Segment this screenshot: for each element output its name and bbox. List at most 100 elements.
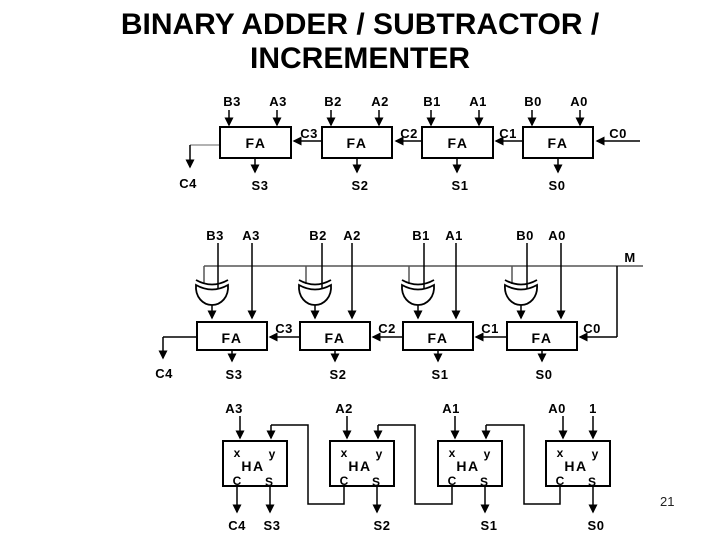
ha-block-label: HA [348, 458, 371, 474]
full-adder-block [402, 321, 474, 351]
carry-out-label-c4: C4 [179, 176, 197, 191]
fa-block-label: FA [347, 135, 368, 151]
sum-label-s2: S2 [330, 367, 347, 382]
full-adder-block [299, 321, 371, 351]
input-label-a2: A2 [371, 94, 389, 109]
input-label-b0: B0 [516, 228, 534, 243]
half-adder-block [222, 440, 288, 487]
sum-label-s1: S1 [432, 367, 449, 382]
input-label-a3: A3 [269, 94, 287, 109]
full-adder-block [421, 126, 494, 159]
fa-block-label: FA [222, 330, 243, 346]
fa-block-label: FA [246, 135, 267, 151]
port-label-c: C [448, 474, 457, 488]
input-label-a2: A2 [343, 228, 361, 243]
sum-label-s3: S3 [226, 367, 243, 382]
input-label-a0: A0 [570, 94, 588, 109]
binary-adder-diagram: B3 A3 B2 A2 B1 A1 B0 A0 FA FA FA FA C3 C… [179, 94, 640, 193]
port-label-c: C [340, 474, 349, 488]
constant-one-label: 1 [589, 401, 597, 416]
xor-gate [401, 279, 435, 306]
xor-gate [504, 279, 538, 306]
input-label-b1: B1 [423, 94, 441, 109]
input-label-b1: B1 [412, 228, 430, 243]
carry-out-label-c4: C4 [155, 366, 173, 381]
addsub-wires [158, 243, 618, 363]
port-label-x: x [449, 446, 456, 460]
port-label-s: S [372, 475, 380, 489]
input-label-a1: A1 [442, 401, 460, 416]
carry-label-c0: C0 [583, 321, 601, 336]
sum-label-s2: S2 [374, 518, 391, 533]
mode-label-m: M [624, 250, 635, 265]
port-label-s: S [265, 475, 273, 489]
sum-label-s2: S2 [352, 178, 369, 193]
ha-block-label: HA [241, 458, 264, 474]
input-label-a1: A1 [469, 94, 487, 109]
input-label-b2: B2 [324, 94, 342, 109]
fa-block-label: FA [448, 135, 469, 151]
input-label-a0: A0 [548, 228, 566, 243]
input-label-a2: A2 [335, 401, 353, 416]
half-adder-block [437, 440, 503, 487]
slide-title-line1: BINARY ADDER / SUBTRACTOR / [120, 8, 600, 41]
slide-title-line2: INCREMENTER [249, 42, 470, 75]
carry-label-c3: C3 [275, 321, 293, 336]
port-label-c: C [233, 474, 242, 488]
sum-label-s3: S3 [264, 518, 281, 533]
xor-gate [298, 279, 332, 306]
fa-block-label: FA [325, 330, 346, 346]
sum-label-s0: S0 [588, 518, 605, 533]
input-label-a3: A3 [225, 401, 243, 416]
carry-out-label-c4: C4 [228, 518, 246, 533]
sum-label-s0: S0 [536, 367, 553, 382]
input-label-a0: A0 [548, 401, 566, 416]
incrementer-wires [232, 416, 598, 514]
slide-title: BINARY ADDER / SUBTRACTOR / INCREMENTER [0, 8, 720, 76]
input-label-a1: A1 [445, 228, 463, 243]
port-label-x: x [557, 446, 564, 460]
carry-label-c2: C2 [400, 126, 418, 141]
full-adder-block [522, 126, 594, 159]
full-adder-block [219, 126, 292, 159]
port-label-y: y [592, 447, 599, 461]
port-label-c: C [556, 474, 565, 488]
carry-label-c3: C3 [300, 126, 318, 141]
full-adder-block [506, 321, 578, 351]
input-label-b3: B3 [206, 228, 224, 243]
sum-label-s0: S0 [549, 178, 566, 193]
incrementer-diagram: A3 A2 A1 A0 1 x y HA C S x y HA C S x y … [222, 401, 611, 533]
fa-block-label: FA [428, 330, 449, 346]
fa-block-label: FA [548, 135, 569, 151]
sum-label-s3: S3 [252, 178, 269, 193]
input-label-a3: A3 [242, 228, 260, 243]
ha-block-label: HA [456, 458, 479, 474]
carry-in-label-c0: C0 [609, 126, 627, 141]
input-label-b0: B0 [524, 94, 542, 109]
full-adder-block [196, 321, 268, 351]
port-label-x: x [341, 446, 348, 460]
adder-subtractor-diagram: B3 A3 B2 A2 B1 A1 B0 A0 M FA FA FA FA C3… [155, 228, 643, 382]
carry-label-c1: C1 [499, 126, 517, 141]
sum-label-s1: S1 [452, 178, 469, 193]
sum-label-s1: S1 [481, 518, 498, 533]
port-label-y: y [484, 447, 491, 461]
port-label-x: x [234, 446, 241, 460]
ha-block-label: HA [564, 458, 587, 474]
half-adder-block [545, 440, 611, 487]
port-label-y: y [376, 447, 383, 461]
port-label-s: S [588, 475, 596, 489]
input-label-b3: B3 [223, 94, 241, 109]
page-number: 21 [660, 494, 675, 509]
carry-label-c2: C2 [378, 321, 396, 336]
port-label-s: S [480, 475, 488, 489]
carry-label-c1: C1 [481, 321, 499, 336]
xor-gate [195, 279, 229, 306]
fa-block-label: FA [532, 330, 553, 346]
adder-wires [185, 110, 640, 174]
input-label-b2: B2 [309, 228, 327, 243]
half-adder-block [329, 440, 395, 487]
full-adder-block [321, 126, 393, 159]
